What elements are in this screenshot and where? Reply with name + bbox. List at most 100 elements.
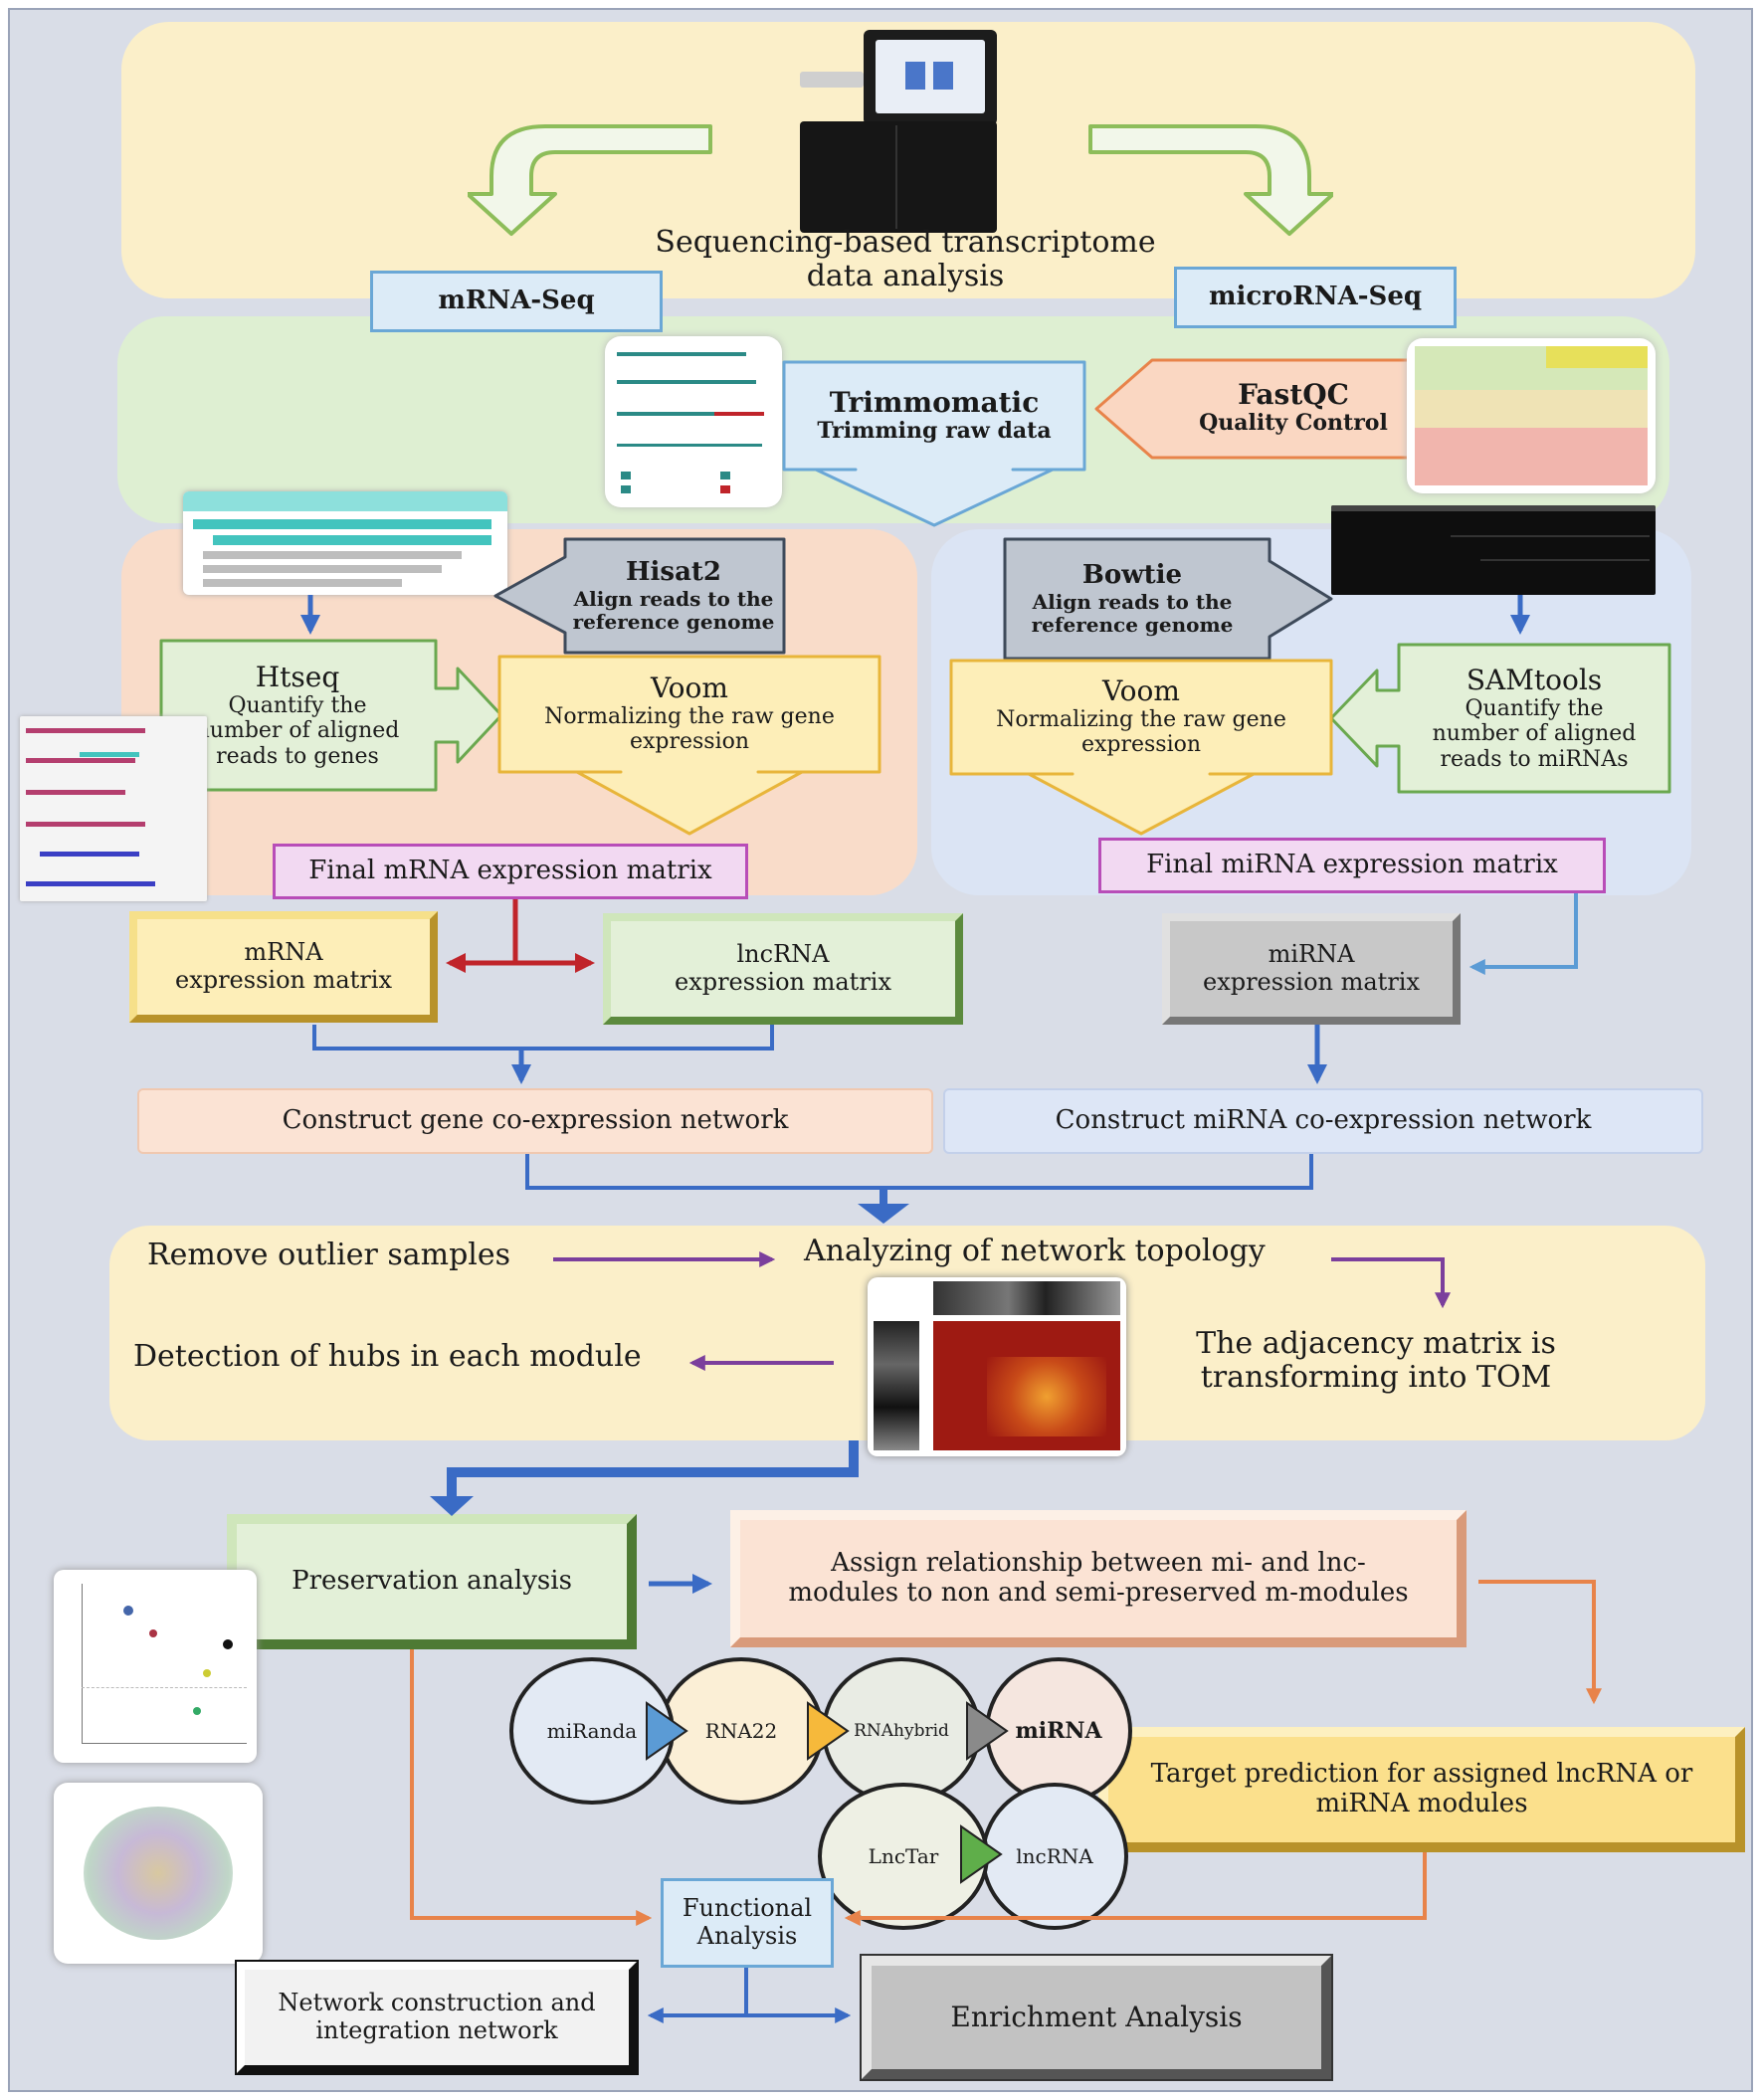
htseq-arrow-shape xyxy=(159,639,503,792)
sequencing-title-line1: Sequencing-based transcriptome xyxy=(655,224,1156,260)
final-mrna-matrix-label: Final mRNA expression matrix xyxy=(308,856,712,886)
htseq-box: Htseq Quantify the number of aligned rea… xyxy=(163,643,432,788)
target-prediction-line1: Target prediction for assigned lncRNA or xyxy=(1150,1759,1693,1790)
bowtie-subtitle-line2: reference genome xyxy=(1031,612,1234,637)
assign-relationship-line2: modules to non and semi-preserved m-modu… xyxy=(788,1578,1409,1608)
voom-mirna-subtitle-line1: Normalizing the raw gene xyxy=(996,706,1286,732)
analyzing-topology-label: Analyzing of network topology xyxy=(804,1234,1266,1268)
bowtie-box: Bowtie Align reads to the reference geno… xyxy=(1007,541,1258,657)
voom-mirna-arrow-shape xyxy=(949,659,1333,836)
trimmomatic-box: Trimmomatic Trimming raw data xyxy=(786,366,1082,466)
sequencing-title-line2: data analysis xyxy=(806,259,1005,293)
lnctar-label: LncTar xyxy=(868,1844,939,1868)
functional-analysis-line1: Functional xyxy=(682,1894,813,1923)
mrna-matrix-line2: expression matrix xyxy=(174,966,392,994)
htseq-title: Htseq xyxy=(255,660,340,693)
htseq-subtitle-line3: reads to genes xyxy=(216,743,379,769)
functional-analysis-box: Functional Analysis xyxy=(661,1878,834,1968)
mirna-target-label: miRNA xyxy=(1015,1718,1102,1744)
voom-mirna-title: Voom xyxy=(1102,673,1180,707)
gene-network-label: Construct gene co-expression network xyxy=(282,1105,789,1136)
fastqc-chart-image xyxy=(1407,338,1656,493)
mrna-matrix-line1: mRNA xyxy=(244,938,323,967)
miranda-label: miRanda xyxy=(546,1719,638,1743)
preservation-box: Preservation analysis xyxy=(227,1514,637,1649)
lncrna-target-circle: lncRNA xyxy=(981,1783,1128,1930)
lncrna-target-label: lncRNA xyxy=(1016,1844,1093,1868)
trimmomatic-title: Trimmomatic xyxy=(829,386,1040,420)
mrna-matrix-box: mRNA expression matrix xyxy=(129,911,438,1023)
hisat2-subtitle-line1: Align reads to the xyxy=(573,586,774,611)
trimmomatic-arrow-shape xyxy=(782,360,1086,527)
network-construction-line1: Network construction and xyxy=(278,1989,596,2017)
bowtie-arrow-shape xyxy=(1003,537,1333,661)
sequencer-machine-image xyxy=(796,26,1001,233)
gene-network-box: Construct gene co-expression network xyxy=(137,1088,933,1154)
microrna-seq-label: microRNA-Seq xyxy=(1208,282,1423,312)
voom-mrna-subtitle-line1: Normalizing the raw gene xyxy=(544,703,835,729)
voom-mirna-box: Voom Normalizing the raw gene expression xyxy=(953,663,1329,770)
voom-mrna-arrow-shape xyxy=(497,655,881,836)
mrna-seq-box: mRNA-Seq xyxy=(370,271,663,332)
enrichment-analysis-label: Enrichment Analysis xyxy=(950,2000,1243,2033)
fastqc-title: FastQC xyxy=(1238,378,1349,412)
bowtie-subtitle-line1: Align reads to the xyxy=(1032,589,1233,614)
remove-outliers-label: Remove outlier samples xyxy=(147,1238,511,1272)
final-mirna-matrix-box: Final miRNA expression matrix xyxy=(1098,838,1606,893)
preservation-scatter-image xyxy=(54,1570,257,1763)
htseq-subtitle-line2: number of aligned xyxy=(195,718,400,744)
trimmomatic-subtitle: Trimming raw data xyxy=(817,418,1052,445)
mrna-seq-label: mRNA-Seq xyxy=(438,286,595,316)
samtools-box: SAMtools Quantify the number of aligned … xyxy=(1401,647,1667,790)
samtools-subtitle-line1: Quantify the xyxy=(1465,696,1604,722)
gene-table-image xyxy=(20,716,207,901)
fastqc-box: FastQC Quality Control xyxy=(1154,360,1433,456)
network-construction-line2: integration network xyxy=(315,2016,558,2044)
mirna-target-circle: miRNA xyxy=(985,1657,1132,1805)
sequencing-title: Sequencing-based transcriptome data anal… xyxy=(597,221,1214,298)
voom-mirna-subtitle-line2: expression xyxy=(1080,732,1202,758)
mirna-network-label: Construct miRNA co-expression network xyxy=(1055,1105,1592,1136)
curved-arrow-right xyxy=(1088,124,1333,236)
samtools-title: SAMtools xyxy=(1466,663,1603,696)
lncrna-matrix-line1: lncRNA xyxy=(736,940,830,969)
tom-label: The adjacency matrix is transforming int… xyxy=(1162,1319,1590,1403)
network-construction-box: Network construction and integration net… xyxy=(235,1960,639,2075)
tom-label-line1: The adjacency matrix is xyxy=(1196,1325,1556,1361)
samtools-subtitle-line3: reads to miRNAs xyxy=(1440,746,1629,772)
lncrna-matrix-box: lncRNA expression matrix xyxy=(603,913,963,1025)
enrichment-analysis-box: Enrichment Analysis xyxy=(860,1954,1333,2081)
voom-mrna-subtitle-line2: expression xyxy=(629,729,750,755)
hisat2-box: Hisat2 Align reads to the reference geno… xyxy=(563,541,784,651)
fastqc-subtitle: Quality Control xyxy=(1199,410,1388,437)
assign-relationship-line1: Assign relationship between mi- and lnc- xyxy=(831,1548,1366,1579)
alignment-reads-image xyxy=(183,491,507,595)
assign-relationship-box: Assign relationship between mi- and lnc-… xyxy=(730,1510,1467,1647)
samtools-subtitle-line2: number of aligned xyxy=(1432,721,1637,747)
voom-mrna-title: Voom xyxy=(651,670,728,704)
htseq-subtitle-line1: Quantify the xyxy=(228,693,367,719)
rnahybrid-label: RNAhybrid xyxy=(854,1721,949,1741)
functional-analysis-line2: Analysis xyxy=(696,1922,798,1950)
preservation-label: Preservation analysis xyxy=(292,1566,572,1597)
mirna-matrix-box: miRNA expression matrix xyxy=(1162,913,1461,1025)
hisat2-arrow-shape xyxy=(493,537,786,655)
curved-arrow-left xyxy=(468,124,712,236)
lncrna-matrix-line2: expression matrix xyxy=(674,968,891,996)
tom-heatmap-image xyxy=(868,1277,1126,1456)
bowtie-title: Bowtie xyxy=(1081,560,1183,591)
voom-mrna-box: Voom Normalizing the raw gene expression xyxy=(501,659,878,768)
rna22-label: RNA22 xyxy=(704,1719,778,1743)
target-prediction-line2: miRNA modules xyxy=(1315,1789,1528,1818)
tom-label-line2: transforming into TOM xyxy=(1200,1360,1552,1395)
target-prediction-box: Target prediction for assigned lncRNA or… xyxy=(1098,1727,1745,1852)
trimming-diagram-image xyxy=(605,336,782,507)
samtools-arrow-shape xyxy=(1329,643,1671,794)
microrna-seq-box: microRNA-Seq xyxy=(1174,267,1457,328)
mirna-matrix-line2: expression matrix xyxy=(1202,968,1420,996)
final-mrna-matrix-box: Final mRNA expression matrix xyxy=(273,844,748,899)
hisat2-subtitle-line2: reference genome xyxy=(572,609,775,634)
